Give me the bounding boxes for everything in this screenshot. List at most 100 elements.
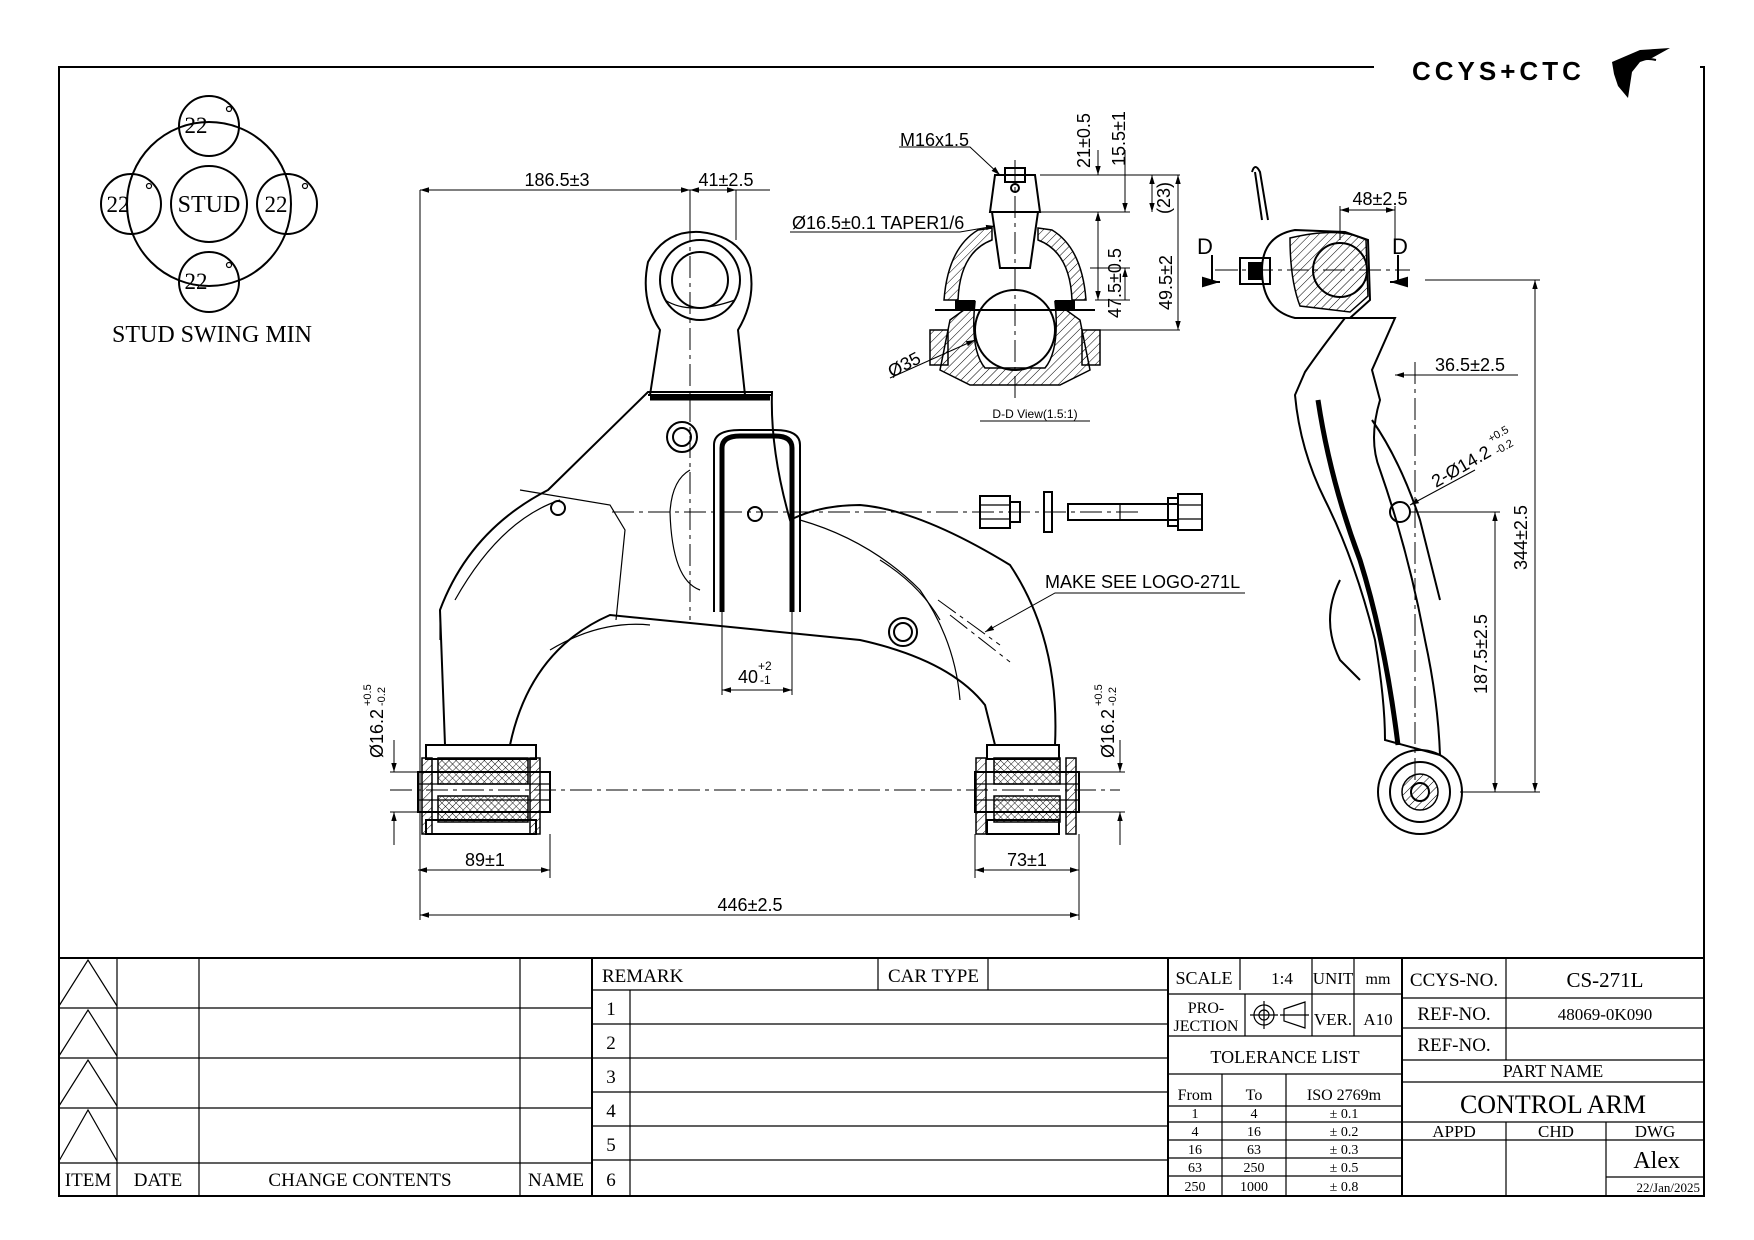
dwg-label: DWG <box>1635 1122 1676 1141</box>
remark-row-1: 1 <box>606 999 616 1020</box>
tol-r3-val: ± 0.3 <box>1330 1143 1359 1158</box>
tol-r1-val: ± 0.1 <box>1330 1107 1359 1122</box>
dim-dia-left-base: Ø16.2 <box>367 709 387 758</box>
dim-344: 344±2.5 <box>1511 505 1531 570</box>
remark-row-6: 6 <box>606 1170 616 1191</box>
chd-label: CHD <box>1538 1122 1574 1141</box>
projection-label-1: PRO- <box>1188 1000 1224 1017</box>
dim-73: 73±1 <box>1007 850 1047 870</box>
dim-dia-left: Ø16.2 +0.5 -0.2 <box>362 684 388 758</box>
drawing-border <box>58 66 1705 1197</box>
projection-label-2: JECTION <box>1174 1018 1239 1035</box>
taper-spec: Ø16.5±0.1 TAPER1/6 <box>792 213 964 233</box>
tol-r4-to: 250 <box>1244 1161 1265 1176</box>
dim-36-5: 36.5±2.5 <box>1435 355 1505 375</box>
control-arm-side-view: D D 48±2.5 36.5±2.5 2-Ø14.2 +0.5 -0.2 34… <box>1197 166 1540 835</box>
dim-48: 48±2.5 <box>1353 189 1408 209</box>
dim-15-5: 15.5±1 <box>1109 111 1129 166</box>
dim-23: (23) <box>1154 182 1174 214</box>
swing-top: 22 <box>185 113 208 138</box>
tol-r2-val: ± 0.2 <box>1330 1125 1359 1140</box>
stud-swing-diagram: STUD 22 22 22 22 STUD SWING MIN <box>100 95 318 348</box>
dim-21: 21±0.5 <box>1074 113 1094 168</box>
remark-block: REMARK CAR TYPE 1 2 3 4 5 6 <box>592 958 1168 1196</box>
dim-49-5: 49.5±2 <box>1156 255 1176 310</box>
tol-r5-val: ± 0.8 <box>1330 1180 1359 1195</box>
dim-dia-right: Ø16.2 +0.5 -0.2 <box>1093 684 1119 758</box>
rev-header-item: ITEM <box>65 1170 112 1191</box>
logo-note: MAKE SEE LOGO-271L <box>1045 572 1240 592</box>
dim-186-5: 186.5±3 <box>525 170 590 190</box>
stud-label: STUD <box>178 192 241 218</box>
logo-text: CCYS+CTC <box>1412 56 1585 86</box>
ver-value: A10 <box>1363 1010 1392 1029</box>
remark-row-5: 5 <box>606 1135 616 1156</box>
section-view-label: D-D View(1.5:1) <box>992 407 1077 421</box>
tol-r2-from: 4 <box>1192 1125 1199 1140</box>
car-type-label: CAR TYPE <box>888 966 979 987</box>
company-logo: CCYS+CTC <box>1412 48 1670 98</box>
logo-emblem-icon <box>1612 48 1670 98</box>
unit-label: UNIT <box>1313 969 1354 988</box>
swing-left: 22 <box>107 192 130 217</box>
scale-value: 1:4 <box>1271 969 1293 988</box>
dim-40: 40 +2 -1 <box>738 659 772 687</box>
rev-header-name: NAME <box>528 1170 584 1191</box>
swing-bottom: 22 <box>185 269 208 294</box>
dim-187-5: 187.5±2.5 <box>1471 614 1491 694</box>
appd-label: APPD <box>1432 1122 1475 1141</box>
dwg-value: Alex <box>1633 1148 1680 1174</box>
part-name-label: PART NAME <box>1503 1061 1603 1081</box>
tol-r4-val: ± 0.5 <box>1330 1161 1359 1176</box>
part-name-value: CONTROL ARM <box>1460 1090 1646 1119</box>
dim-40-tol-lower: -1 <box>760 673 771 687</box>
bolt-hardware <box>979 491 1203 533</box>
tol-r4-from: 63 <box>1188 1161 1202 1176</box>
dim-40-tol-upper: +2 <box>758 659 772 673</box>
dim-dia-left-tol-upper: +0.5 <box>362 684 374 706</box>
stud-swing-caption: STUD SWING MIN <box>112 322 312 348</box>
remark-row-2: 2 <box>606 1033 616 1054</box>
rev-header-date: DATE <box>134 1170 183 1191</box>
projection-symbol-icon <box>1250 1001 1309 1029</box>
ref-no-value: 48069-0K090 <box>1558 1005 1652 1024</box>
tol-r5-from: 250 <box>1185 1180 1206 1195</box>
tol-header-from: From <box>1178 1087 1213 1104</box>
tol-r1-from: 1 <box>1192 1107 1199 1122</box>
dim-dia-right-tol-lower: -0.2 <box>1107 687 1119 706</box>
thread-spec: M16x1.5 <box>900 130 969 150</box>
right-bushing <box>974 744 1080 835</box>
title-block: ITEM DATE CHANGE CONTENTS NAME REMARK CA… <box>58 957 1704 1196</box>
section-view-dd: M16x1.5 Ø16.5±0.1 TAPER1/6 Ø35 21±0.5 15… <box>790 111 1181 422</box>
left-bushing <box>417 744 551 835</box>
dim-89: 89±1 <box>465 850 505 870</box>
dim-2-dia-14-2: 2-Ø14.2 +0.5 -0.2 <box>1428 424 1516 492</box>
tol-r3-from: 16 <box>1188 1143 1202 1158</box>
ref-no-label: REF-NO. <box>1417 1004 1490 1025</box>
rev-header-change: CHANGE CONTENTS <box>268 1170 451 1191</box>
ccys-no-value: CS-271L <box>1566 968 1643 992</box>
revision-block: ITEM DATE CHANGE CONTENTS NAME <box>58 958 593 1196</box>
dim-dia-right-tol-upper: +0.5 <box>1093 684 1105 706</box>
swing-right: 22 <box>265 192 288 217</box>
dim-40-base: 40 <box>738 667 758 687</box>
tol-r1-to: 4 <box>1251 1107 1258 1122</box>
dim-2-dia-14-2-base: 2-Ø14.2 <box>1428 442 1494 492</box>
remark-label: REMARK <box>602 966 684 987</box>
dim-dia-left-tol-lower: -0.2 <box>376 687 388 706</box>
tolerance-title: TOLERANCE LIST <box>1210 1047 1359 1067</box>
unit-value: mm <box>1366 971 1391 988</box>
dim-dia-right-base: Ø16.2 <box>1098 709 1118 758</box>
tol-r3-to: 63 <box>1247 1143 1261 1158</box>
info-block: SCALE 1:4 UNIT mm PRO- JECTION VER. A10 … <box>1167 958 1403 1196</box>
ball-diameter: Ø35 <box>884 348 923 382</box>
dim-446: 446±2.5 <box>718 895 783 915</box>
ccys-title-block: CCYS-NO. CS-271L REF-NO. 48069-0K090 REF… <box>1402 958 1704 1196</box>
tol-header-to: To <box>1246 1087 1263 1104</box>
section-mark-left: D <box>1197 234 1213 259</box>
scale-label: SCALE <box>1175 968 1232 988</box>
tol-header-iso: ISO 2769m <box>1307 1087 1382 1104</box>
ccys-no-label: CCYS-NO. <box>1410 970 1498 991</box>
